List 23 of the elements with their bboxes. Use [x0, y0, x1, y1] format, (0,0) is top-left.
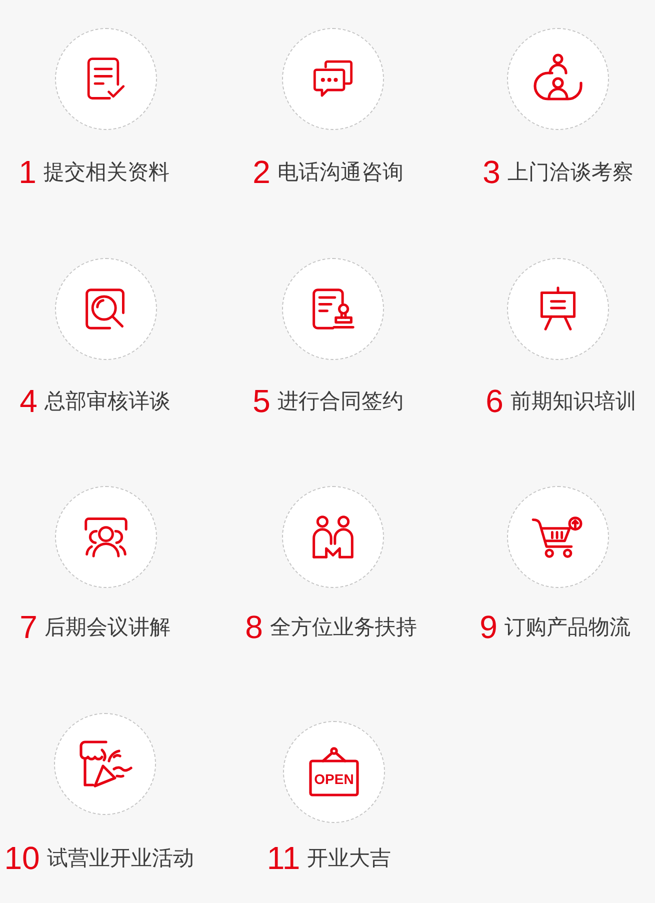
step-number: 8	[245, 611, 263, 643]
step-label: 全方位业务扶持	[270, 614, 417, 640]
step-label: 进行合同签约	[277, 388, 404, 414]
step-number: 4	[20, 385, 38, 417]
step-number: 9	[480, 611, 498, 643]
step-number: 3	[482, 156, 500, 188]
sign-text: OPEN	[314, 772, 354, 786]
step-number: 6	[486, 385, 504, 417]
step-number: 5	[252, 385, 270, 417]
step-label: 开业大吉	[307, 846, 392, 870]
step-label: 总部审核详谈	[44, 388, 170, 414]
step-number: 11	[266, 842, 300, 874]
step-number: 10	[4, 842, 40, 874]
step-number: 2	[252, 156, 270, 188]
step-label: 前期知识培训	[510, 388, 636, 414]
step-label: 后期会议讲解	[44, 614, 170, 640]
step-label: 提交相关资料	[43, 160, 170, 184]
step-label: 电话沟通咨询	[277, 160, 404, 184]
step-number: 1	[18, 156, 36, 188]
step-label: 试营业开业活动	[46, 846, 194, 870]
step-label: 上门洽谈考察	[507, 160, 634, 184]
step-number: 7	[20, 611, 38, 643]
step-label: 订购产品物流	[504, 614, 630, 640]
